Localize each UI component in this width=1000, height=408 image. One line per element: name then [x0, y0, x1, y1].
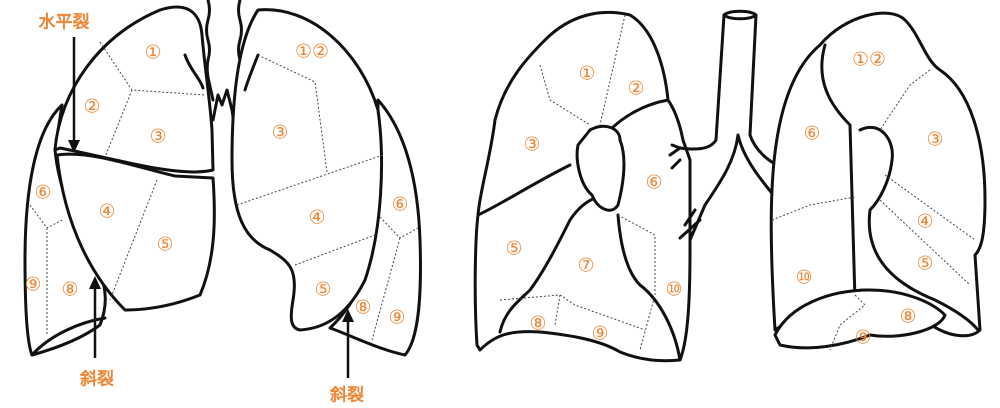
segment-label: ⑥ — [645, 171, 663, 194]
right-middle-lobe — [55, 152, 216, 312]
segment-label: ① — [578, 62, 596, 85]
segment-label: ⑦ — [577, 254, 595, 277]
segment-label: ③ — [149, 125, 167, 148]
segment-label: ⑨ — [24, 273, 42, 296]
segment-label: ⑩ — [665, 278, 683, 301]
segment-label: ⑧ — [354, 296, 372, 319]
segment-label: ⑥ — [803, 122, 821, 145]
segment-label: ⑥ — [391, 193, 409, 216]
segment-label: ①② — [851, 48, 887, 71]
horizontal-fissure-arrow — [68, 37, 80, 153]
segment-label: ② — [627, 77, 645, 100]
segment-label: ⑩ — [795, 266, 813, 289]
left-upper-lobe — [230, 8, 383, 332]
segment-label: ①② — [294, 40, 330, 63]
posterior-left-lung — [473, 11, 692, 363]
right-upper-lobe — [53, 5, 215, 174]
segment-label: ① — [144, 41, 162, 64]
segment-label: ⑤ — [505, 237, 523, 260]
segment-label: ⑨ — [388, 306, 406, 329]
segment-label: ③ — [926, 128, 944, 151]
posterior-view — [473, 9, 987, 363]
oblique-fissure-label-left: 斜裂 — [330, 385, 364, 406]
segment-label: ④ — [98, 200, 116, 223]
segment-label: ⑤ — [916, 252, 934, 275]
segment-label: ⑤ — [314, 278, 332, 301]
segment-label: ⑧ — [899, 305, 917, 328]
oblique-fissure-arrow-left — [342, 309, 354, 378]
segment-label: ② — [83, 95, 101, 118]
segment-label: ④ — [916, 210, 934, 233]
trachea-left-wall — [205, 0, 215, 102]
oblique-fissure-arrow-right — [89, 276, 101, 358]
segment-label: ⑧ — [529, 312, 547, 335]
horizontal-fissure-label: 水平裂 — [38, 12, 90, 33]
trachea — [670, 9, 827, 247]
segment-label: ④ — [308, 206, 326, 229]
segment-label: ⑨ — [854, 326, 872, 349]
segment-label: ⑨ — [591, 322, 609, 345]
segment-label: ⑥ — [34, 181, 52, 204]
segment-label: ⑤ — [156, 233, 174, 256]
posterior-left-hilum — [575, 124, 626, 212]
posterior-right-basal — [773, 288, 947, 350]
anterior-view — [23, 0, 422, 378]
segment-label: ⑧ — [61, 278, 79, 301]
segment-label: ③ — [523, 133, 541, 156]
oblique-fissure-label-right: 斜裂 — [80, 369, 114, 390]
segment-label: ③ — [271, 121, 289, 144]
